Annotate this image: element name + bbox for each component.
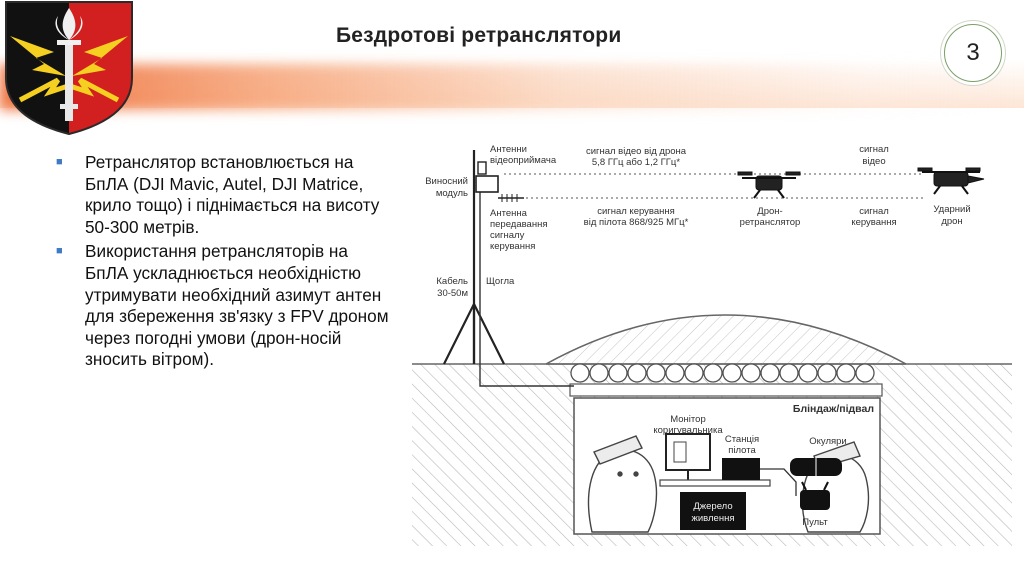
earth-mound — [545, 314, 907, 365]
relay-diagram: Бліндаж/підвал Антенни відеоприймача Вин… — [412, 144, 1012, 546]
monitor-icon — [665, 433, 711, 480]
page-number-badge: 3 — [944, 24, 1002, 82]
bullet-item: ■ Ретранслятор встановлюється на БпЛА (D… — [52, 152, 392, 238]
signal-video-label-1: сигнал — [859, 144, 889, 155]
pilot-station-label-2: пілота — [728, 445, 756, 456]
mast-label: Щогла — [486, 276, 515, 287]
pilot-station-icon — [722, 458, 760, 480]
corrector-person — [587, 435, 658, 533]
antenna-video-label-2: відеоприймача — [490, 155, 557, 166]
relay-drone-label-2: ретранслятор — [740, 217, 801, 228]
control-signal-label-2: від пілота 868/925 МГц* — [584, 217, 689, 228]
monitor-label-1: Монітор — [670, 414, 705, 425]
bullet-list: ■ Ретранслятор встановлюється на БпЛА (D… — [52, 152, 392, 374]
square-bullet-icon: ■ — [56, 156, 63, 168]
power-label-1: Джерело — [693, 501, 732, 512]
relay-drone-icon — [737, 171, 801, 199]
strike-drone-label-2: дрон — [941, 216, 962, 227]
antenna-tx-label-3: сигналу — [490, 230, 525, 241]
mast — [443, 150, 505, 365]
relay-drone-label-1: Дрон- — [757, 206, 782, 217]
bunker-cable — [760, 468, 797, 496]
log-roof — [570, 363, 875, 383]
bullet-text: Використання ретрансляторів на БпЛА ускл… — [85, 241, 389, 370]
cable-label-1: Кабель — [436, 276, 468, 287]
antenna-tx-label-1: Антенна — [490, 208, 528, 219]
goggles-icon — [790, 458, 842, 476]
table — [659, 479, 771, 487]
power-label-2: живлення — [692, 513, 735, 524]
remote-module-label-1: Виносний — [425, 176, 468, 187]
remote-label: Пульт — [802, 517, 828, 528]
bunker-label: Бліндаж/підвал — [793, 403, 874, 415]
square-bullet-icon: ■ — [56, 245, 63, 258]
signal-control-label-1: сигнал — [859, 206, 889, 217]
antenna-tx-label-4: керування — [490, 241, 535, 252]
remote-module — [475, 161, 524, 202]
cable — [479, 192, 574, 387]
monitor-label-2: коригувальника — [653, 425, 723, 436]
video-signal-label-2: 5,8 ГГц або 1,2 ГГц* — [592, 157, 680, 168]
strike-drone-label-1: Ударний — [933, 204, 970, 215]
signal-control-label-2: керування — [851, 217, 896, 228]
page-title: Бездротові ретранслятори — [336, 24, 622, 47]
cable-label-2: 30-50м — [437, 288, 468, 299]
antenna-tx-label-2: передавання — [490, 219, 547, 230]
control-signal-label-1: сигнал керування — [597, 206, 675, 217]
strike-drone-icon — [917, 167, 985, 195]
remote-control-icon — [800, 481, 830, 510]
military-emblem-logo — [5, 1, 133, 136]
power-source-icon — [680, 492, 746, 530]
antenna-video-label-1: Антенни — [490, 144, 527, 155]
remote-module-label-2: модуль — [436, 188, 468, 199]
header-band — [0, 0, 1024, 108]
goggles-label: Окуляри — [809, 436, 846, 447]
bullet-text: Ретранслятор встановлюється на БпЛА (DJI… — [85, 152, 380, 237]
bullet-item: ■ Використання ретрансляторів на БпЛА ус… — [52, 241, 392, 371]
signal-video-label-2: відео — [862, 156, 885, 167]
pilot-station-label-1: Станція — [725, 434, 759, 445]
video-signal-label-1: сигнал відео від дрона — [586, 146, 687, 157]
